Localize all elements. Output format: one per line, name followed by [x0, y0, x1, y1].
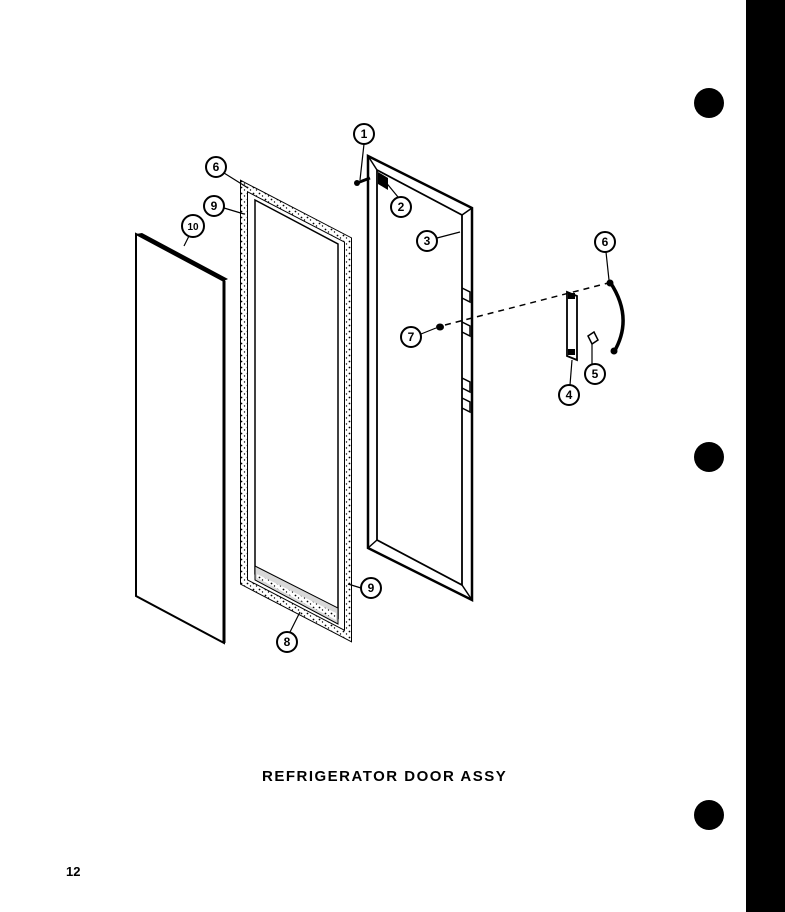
callout-2: 2 [390, 196, 412, 218]
punch-hole-middle [694, 442, 724, 472]
callout-4: 4 [558, 384, 580, 406]
clip [587, 330, 599, 346]
callout-label: 6 [602, 235, 609, 249]
punch-hole-top [694, 88, 724, 118]
callout-label: 9 [368, 581, 375, 595]
door-handle [606, 279, 625, 355]
leader-lines [183, 143, 610, 633]
diagram-title: REFRIGERATOR DOOR ASSY [262, 768, 508, 785]
callout-10: 10 [181, 214, 205, 238]
callout-label: 3 [424, 234, 431, 248]
callout-label: 1 [361, 127, 368, 141]
callout-label: 6 [213, 160, 220, 174]
callout-label: 4 [566, 388, 573, 402]
callout-7: 7 [400, 326, 422, 348]
punch-hole-bottom [694, 800, 724, 830]
binder-edge [746, 0, 785, 912]
screw [354, 176, 371, 186]
callout-label: 9 [211, 199, 218, 213]
callout-9b: 9 [360, 577, 382, 599]
callout-label: 8 [284, 635, 291, 649]
door-gasket [240, 179, 352, 643]
callout-6b: 6 [205, 156, 227, 178]
callout-6a: 6 [594, 231, 616, 253]
callout-9a: 9 [203, 195, 225, 217]
callout-5: 5 [584, 363, 606, 385]
callout-label: 10 [187, 222, 199, 233]
door-panel [135, 232, 228, 645]
callout-label: 7 [408, 330, 415, 344]
page-number: 12 [66, 864, 81, 879]
door-liner [366, 153, 474, 603]
callout-label: 2 [398, 200, 405, 214]
hinge-bracket [566, 290, 578, 362]
callout-label: 5 [592, 367, 599, 381]
plug [436, 323, 444, 331]
callout-1: 1 [353, 123, 375, 145]
callout-3: 3 [416, 230, 438, 252]
alignment-line [444, 281, 613, 326]
callout-8: 8 [276, 631, 298, 653]
